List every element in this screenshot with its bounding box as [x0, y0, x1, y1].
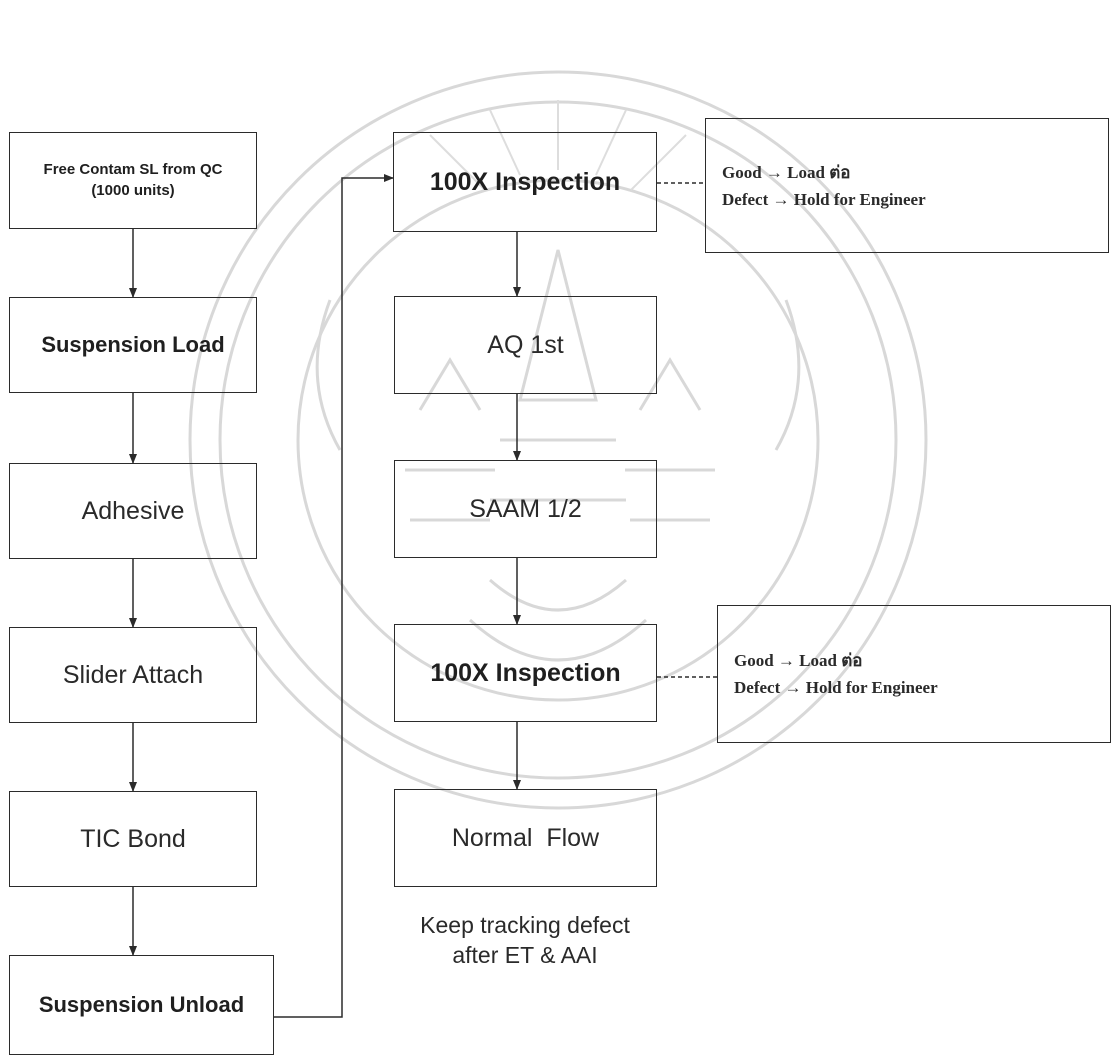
step-tic-bond: TIC Bond — [9, 791, 257, 887]
tracking-caption: Keep tracking defect after ET & AAI — [360, 910, 690, 970]
step-inspection-1-label: 100X Inspection — [430, 168, 620, 197]
step-adhesive: Adhesive — [9, 463, 257, 559]
step-aq-1st-label: AQ 1st — [487, 331, 563, 360]
step-slider-attach: Slider Attach — [9, 627, 257, 723]
step-adhesive-label: Adhesive — [82, 497, 185, 526]
step-free-contam-line2: (1000 units) — [91, 181, 174, 201]
note-2-defect: Defect → Hold for Engineer — [734, 674, 1110, 701]
step-suspension-load-label: Suspension Load — [41, 332, 224, 358]
step-free-contam: Free Contam SL from QC (1000 units) — [9, 132, 257, 229]
step-suspension-unload-label: Suspension Unload — [39, 992, 244, 1018]
step-inspection-2-label: 100X Inspection — [430, 659, 620, 688]
arrow-unload-to-inspection — [274, 178, 393, 1017]
step-suspension-unload: Suspension Unload — [9, 955, 274, 1055]
step-inspection-1: 100X Inspection — [393, 132, 657, 232]
step-free-contam-line1: Free Contam SL from QC — [44, 160, 223, 180]
tracking-caption-line1: Keep tracking defect — [360, 910, 690, 940]
step-slider-attach-label: Slider Attach — [63, 661, 203, 690]
step-saam-label: SAAM 1/2 — [469, 495, 582, 524]
note-inspection-1: Good → Load ต่อ Defect → Hold for Engine… — [705, 118, 1109, 253]
step-inspection-2: 100X Inspection — [394, 624, 657, 722]
note-inspection-2: Good → Load ต่อ Defect → Hold for Engine… — [717, 605, 1111, 743]
step-normal-flow: Normal Flow — [394, 789, 657, 887]
step-suspension-load: Suspension Load — [9, 297, 257, 393]
note-2-good: Good → Load ต่อ — [734, 647, 1110, 674]
step-aq-1st: AQ 1st — [394, 296, 657, 394]
tracking-caption-line2: after ET & AAI — [360, 940, 690, 970]
step-saam: SAAM 1/2 — [394, 460, 657, 558]
note-1-good: Good → Load ต่อ — [722, 159, 1108, 186]
step-tic-bond-label: TIC Bond — [80, 825, 186, 854]
step-normal-flow-label: Normal Flow — [452, 824, 599, 853]
note-1-defect: Defect → Hold for Engineer — [722, 186, 1108, 213]
